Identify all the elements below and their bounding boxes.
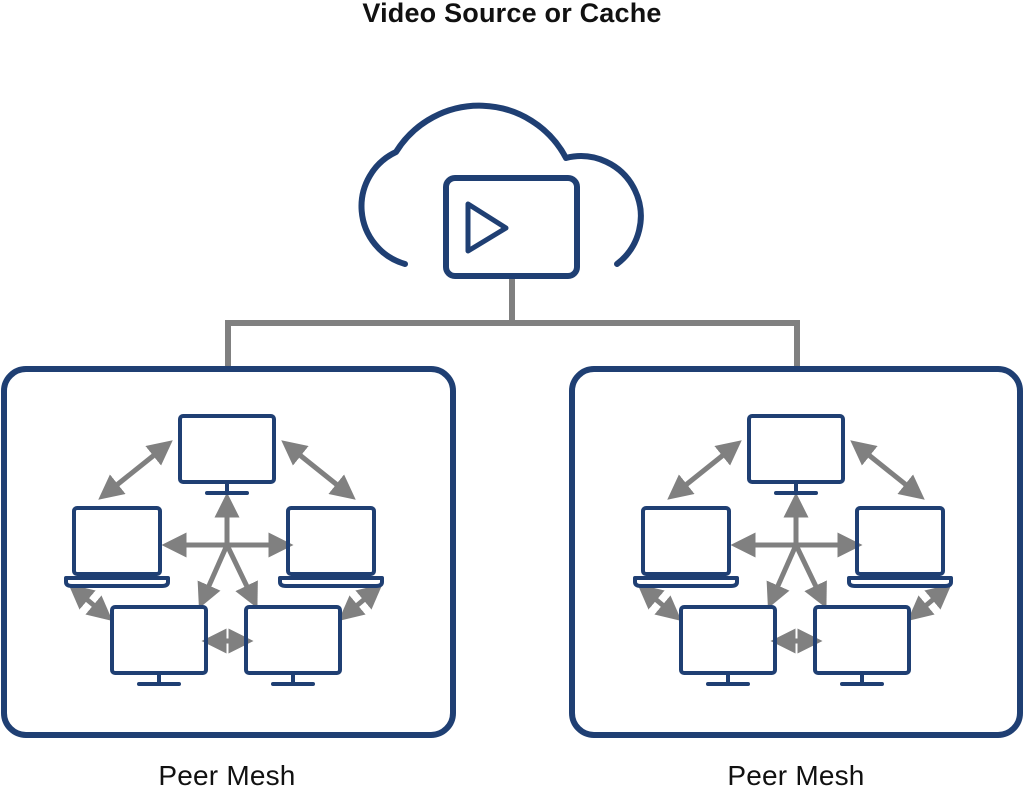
- peer-mesh-cluster-right: [635, 416, 951, 684]
- connector-lines: [225, 279, 800, 367]
- peer-mesh-cluster-left: [66, 416, 382, 684]
- peer-mesh-box-right: [569, 366, 1023, 738]
- cloud-icon: [358, 102, 644, 267]
- peer-mesh-label-right: Peer Mesh: [727, 760, 865, 791]
- peer-mesh-box-left: [1, 366, 456, 738]
- peer-mesh-label-left: Peer Mesh: [158, 760, 296, 791]
- source-title: Video Source or Cache: [362, 0, 662, 28]
- play-button-icon: [443, 175, 580, 279]
